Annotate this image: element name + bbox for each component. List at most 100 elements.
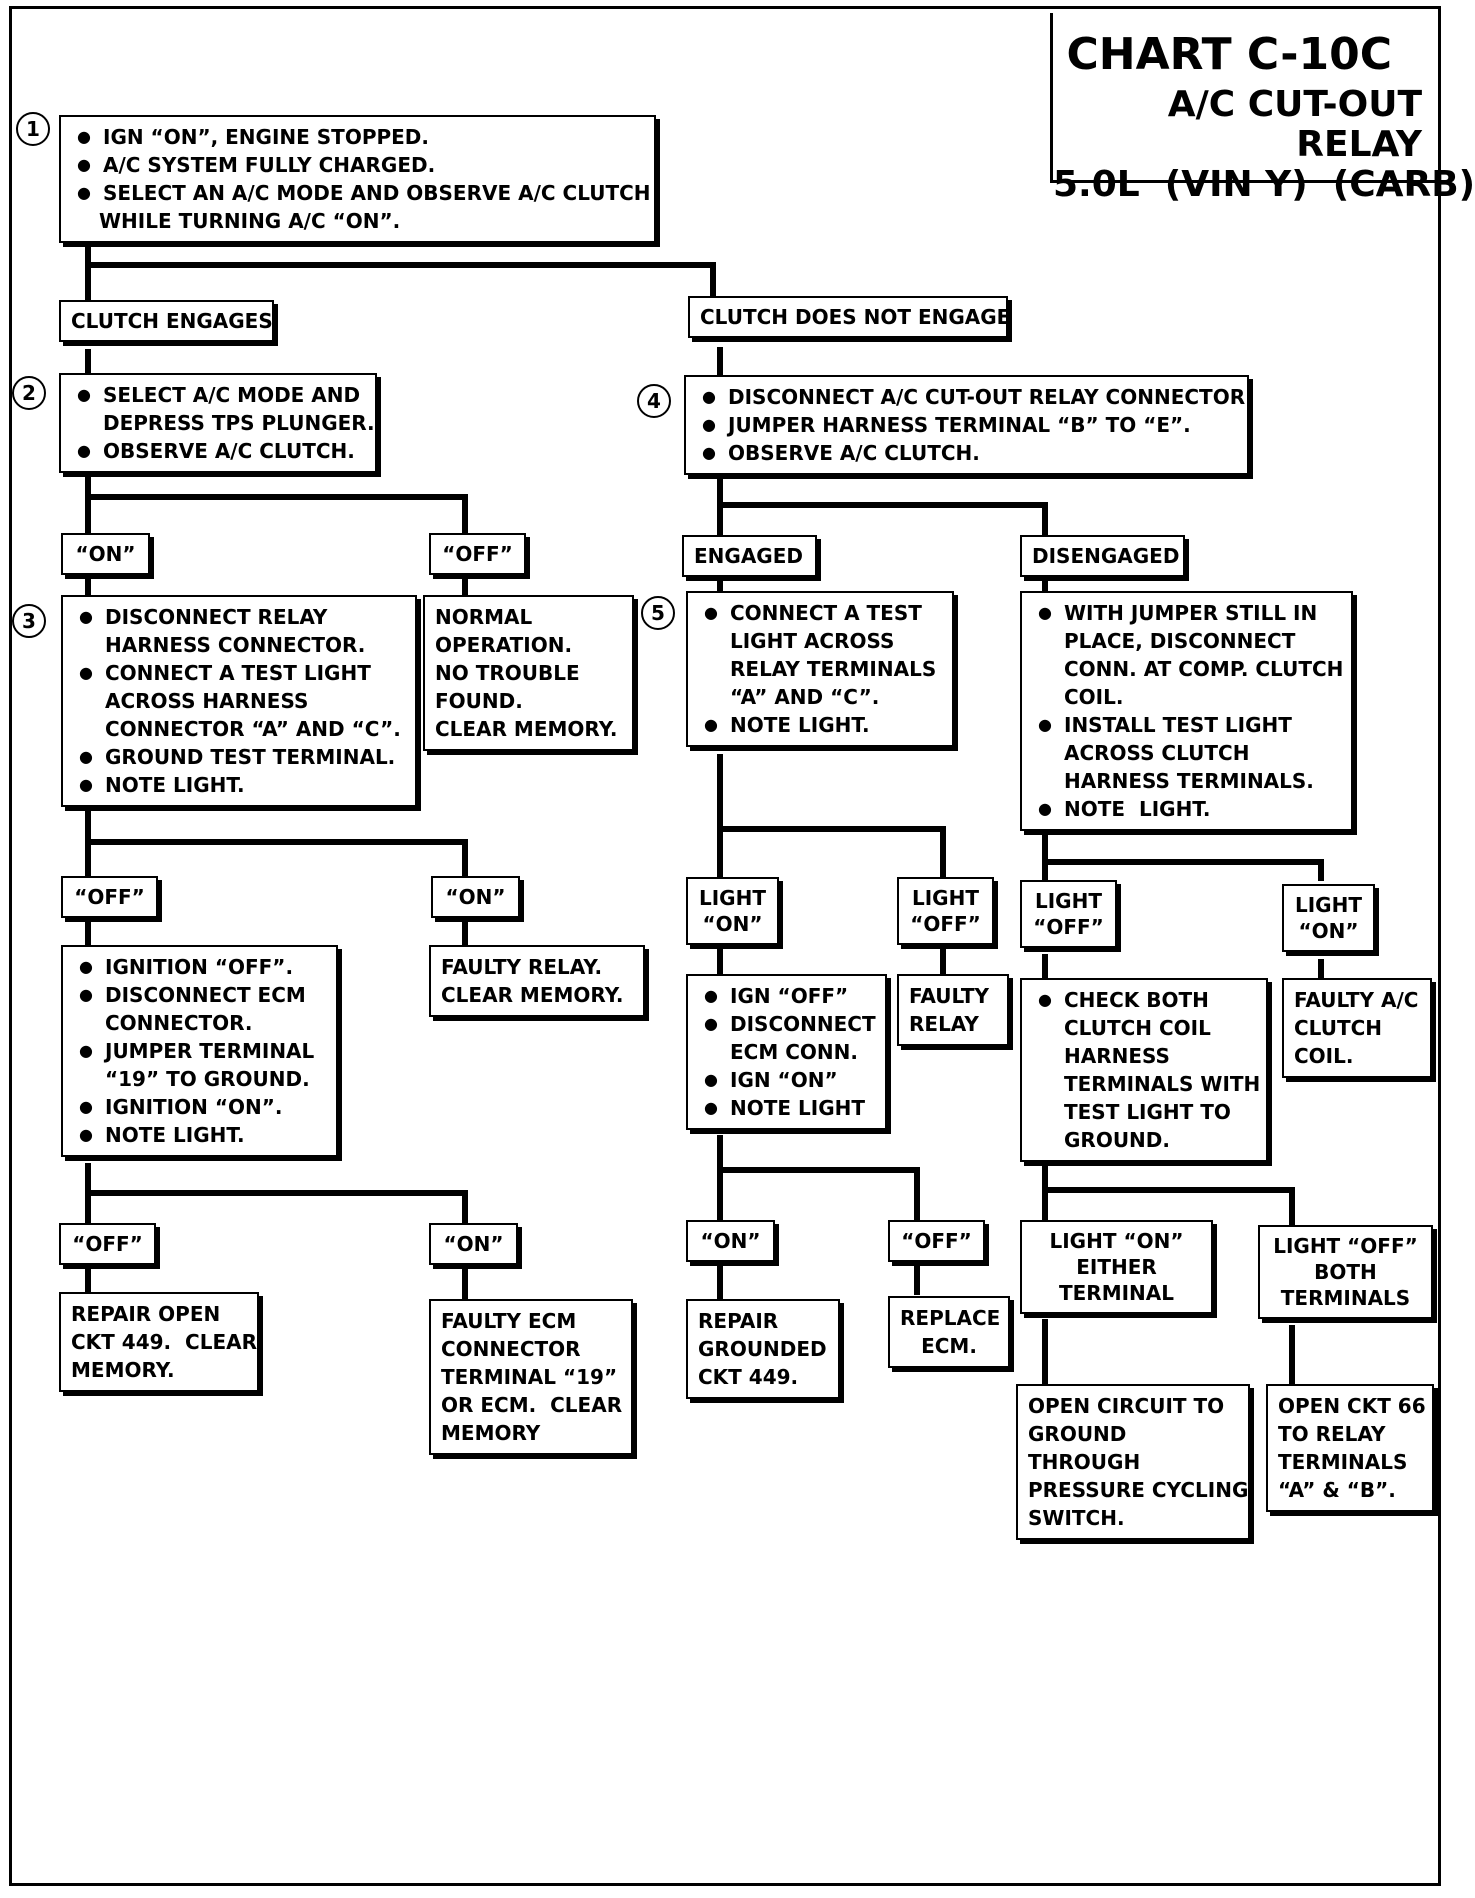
result-line: OPEN CIRCUIT TO: [1028, 1394, 1225, 1418]
instruction-item: NOTE LIGHT: [698, 1094, 875, 1122]
instruction-item-continued: “A” AND “C”.: [730, 685, 880, 709]
result-line: TERMINALS: [1278, 1450, 1408, 1474]
label-line: BOTH: [1314, 1260, 1377, 1284]
instruction-item: WITH JUMPER STILL IN: [1032, 599, 1341, 627]
result-line: ECM.: [921, 1334, 977, 1358]
instruction-item-continued: PLACE, DISCONNECT: [1064, 629, 1296, 653]
normal-operation-box: NORMAL OPERATION. NO TROUBLE FOUND. CLEA…: [423, 595, 634, 751]
label-line: LIGHT: [912, 886, 979, 910]
faulty-relay-box: FAULTY RELAY: [897, 974, 1009, 1046]
instruction-item-continued: ACROSS HARNESS: [105, 689, 309, 713]
label-line: LIGHT “ON”: [1049, 1229, 1184, 1253]
result-line: THROUGH: [1028, 1450, 1141, 1474]
result-line: TERMINAL “19”: [441, 1365, 618, 1389]
result-line: PRESSURE CYCLING: [1028, 1478, 1249, 1502]
instruction-item: JUMPER HARNESS TERMINAL “B” TO “E”.: [696, 411, 1237, 439]
result-line: CKT 449. CLEAR: [71, 1330, 258, 1354]
result-line: MEMORY.: [71, 1358, 175, 1382]
chart-title: CHART C-10C: [1066, 29, 1393, 80]
result-line: GROUND: [1028, 1422, 1127, 1446]
instruction-item: CONNECT A TEST: [698, 599, 942, 627]
page-frame: [9, 6, 1441, 1886]
chart-subtitle-1: A/C CUT-OUT RELAY: [1167, 84, 1422, 165]
label-light-on-disengaged: LIGHT “ON”: [1282, 884, 1375, 952]
label-step5-on: “ON”: [686, 1220, 775, 1262]
open-circuit-box: OPEN CIRCUIT TO GROUND THROUGH PRESSURE …: [1016, 1384, 1250, 1540]
instruction-item-continued: LIGHT ACROSS: [730, 629, 895, 653]
instruction-item-continued: CONNECTOR.: [105, 1011, 253, 1035]
replace-ecm-box: REPLACE ECM.: [888, 1296, 1010, 1368]
connector-step4: [717, 474, 1048, 538]
label-step3-on: “ON”: [431, 876, 520, 918]
start-instructions-box: IGN “ON”, ENGINE STOPPED. A/C SYSTEM FUL…: [59, 115, 656, 243]
label-line: “ON”: [702, 912, 763, 936]
instruction-item-continued: HARNESS TERMINALS.: [1064, 769, 1314, 793]
instruction-item-continued: ACROSS CLUTCH: [1064, 741, 1250, 765]
repair-grounded-box: REPAIR GROUNDED CKT 449.: [686, 1299, 840, 1399]
result-line: CKT 449.: [698, 1365, 799, 1389]
instruction-item: OBSERVE A/C CLUTCH.: [71, 437, 365, 465]
disengaged-instructions-box: WITH JUMPER STILL IN PLACE, DISCONNECT C…: [1020, 591, 1353, 831]
instruction-item: A/C SYSTEM FULLY CHARGED.: [71, 151, 644, 179]
step3-box: DISCONNECT RELAY HARNESS CONNECTOR. CONN…: [61, 595, 417, 807]
result-line: CONNECTOR: [441, 1337, 581, 1361]
instruction-item-continued: HARNESS: [1064, 1044, 1170, 1068]
faulty-ecm-box: FAULTY ECM CONNECTOR TERMINAL “19” OR EC…: [429, 1299, 633, 1455]
result-line: CLUTCH: [1294, 1016, 1383, 1040]
result-line: NORMAL: [435, 605, 533, 629]
instruction-item: DISCONNECT A/C CUT-OUT RELAY CONNECTOR.: [696, 383, 1253, 411]
result-line: COIL.: [1294, 1044, 1354, 1068]
result-line: RELAY: [909, 1012, 979, 1036]
label-step5-off: “OFF”: [888, 1220, 985, 1262]
step-marker-3: 3: [12, 604, 46, 638]
result-line: FAULTY RELAY.: [441, 955, 603, 979]
instruction-item: SELECT AN A/C MODE AND OBSERVE A/C CLUTC…: [71, 179, 651, 207]
result-line: CLEAR MEMORY.: [441, 983, 624, 1007]
result-line: FAULTY ECM: [441, 1309, 577, 1333]
result-line: OPEN CKT 66: [1278, 1394, 1426, 1418]
instruction-item: DISCONNECT: [698, 1010, 876, 1038]
label-disengaged: DISENGAGED: [1020, 535, 1185, 577]
instruction-item: JUMPER TERMINAL: [73, 1037, 326, 1065]
label-line: “OFF”: [1033, 915, 1104, 939]
instruction-item: CONNECT A TEST LIGHT: [73, 659, 405, 687]
result-line: FAULTY: [909, 984, 990, 1008]
label-line: LIGHT: [699, 886, 766, 910]
label-line: LIGHT “OFF”: [1273, 1234, 1418, 1258]
repair-open-box: REPAIR OPEN CKT 449. CLEAR MEMORY.: [59, 1292, 259, 1392]
connector-step5: [717, 754, 946, 877]
instruction-item: DISCONNECT RELAY: [73, 603, 405, 631]
instruction-item: OBSERVE A/C CLUTCH.: [696, 439, 1237, 467]
step-marker-4: 4: [637, 384, 671, 418]
result-line: GROUNDED: [698, 1337, 827, 1361]
instruction-item-continued: CONNECTOR “A” AND “C”.: [105, 717, 401, 741]
instruction-item-continued: DEPRESS TPS PLUNGER.: [103, 411, 375, 435]
connector-ignbox: [85, 1163, 468, 1223]
instruction-item: IGN “ON”, ENGINE STOPPED.: [71, 123, 644, 151]
step5-box: CONNECT A TEST LIGHT ACROSS RELAY TERMIN…: [686, 591, 954, 747]
step2-box: SELECT A/C MODE AND DEPRESS TPS PLUNGER.…: [59, 373, 377, 473]
result-line: OPERATION.: [435, 633, 573, 657]
result-line: “A” & “B”.: [1278, 1478, 1396, 1502]
instruction-item-continued: RELAY TERMINALS: [730, 657, 937, 681]
instruction-item: GROUND TEST TERMINAL.: [73, 743, 405, 771]
faulty-coil-box: FAULTY A/C CLUTCH COIL.: [1282, 978, 1432, 1078]
connector-checkboth: [1042, 1160, 1295, 1225]
instruction-item-continued: TERMINALS WITH: [1064, 1072, 1261, 1096]
instruction-item: NOTE LIGHT.: [73, 1121, 326, 1149]
instruction-item: CHECK BOTH: [1032, 986, 1256, 1014]
instruction-item: IGNITION “ON”.: [73, 1093, 326, 1121]
connector-step3: [85, 810, 468, 876]
label-step2-on: “ON”: [61, 533, 150, 575]
result-line: FAULTY A/C: [1294, 988, 1419, 1012]
result-line: REPLACE: [900, 1306, 1001, 1330]
label-ign-on: “ON”: [429, 1223, 518, 1265]
instruction-item-continued: GROUND.: [1064, 1128, 1170, 1152]
instruction-item-continued: ECM CONN.: [730, 1040, 858, 1064]
step-marker-5: 5: [641, 596, 675, 630]
instruction-item: DISCONNECT ECM: [73, 981, 326, 1009]
label-line: “OFF”: [910, 912, 981, 936]
instruction-item: SELECT A/C MODE AND: [71, 381, 365, 409]
label-step3-off: “OFF”: [61, 876, 158, 918]
